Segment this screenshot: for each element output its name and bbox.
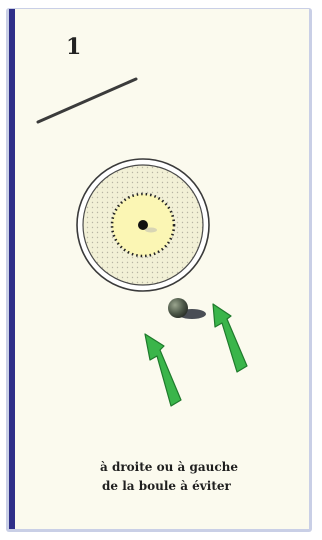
ball (168, 298, 206, 319)
line-marker (38, 79, 136, 122)
caption: à droite ou à gauche de la boule à évite… (100, 458, 290, 496)
arrow-right (213, 304, 247, 372)
arrow-left (145, 334, 181, 406)
caption-line-1: à droite ou à gauche (100, 458, 290, 477)
caption-line-2: de la boule à éviter (100, 477, 290, 496)
target-rings (77, 159, 209, 291)
